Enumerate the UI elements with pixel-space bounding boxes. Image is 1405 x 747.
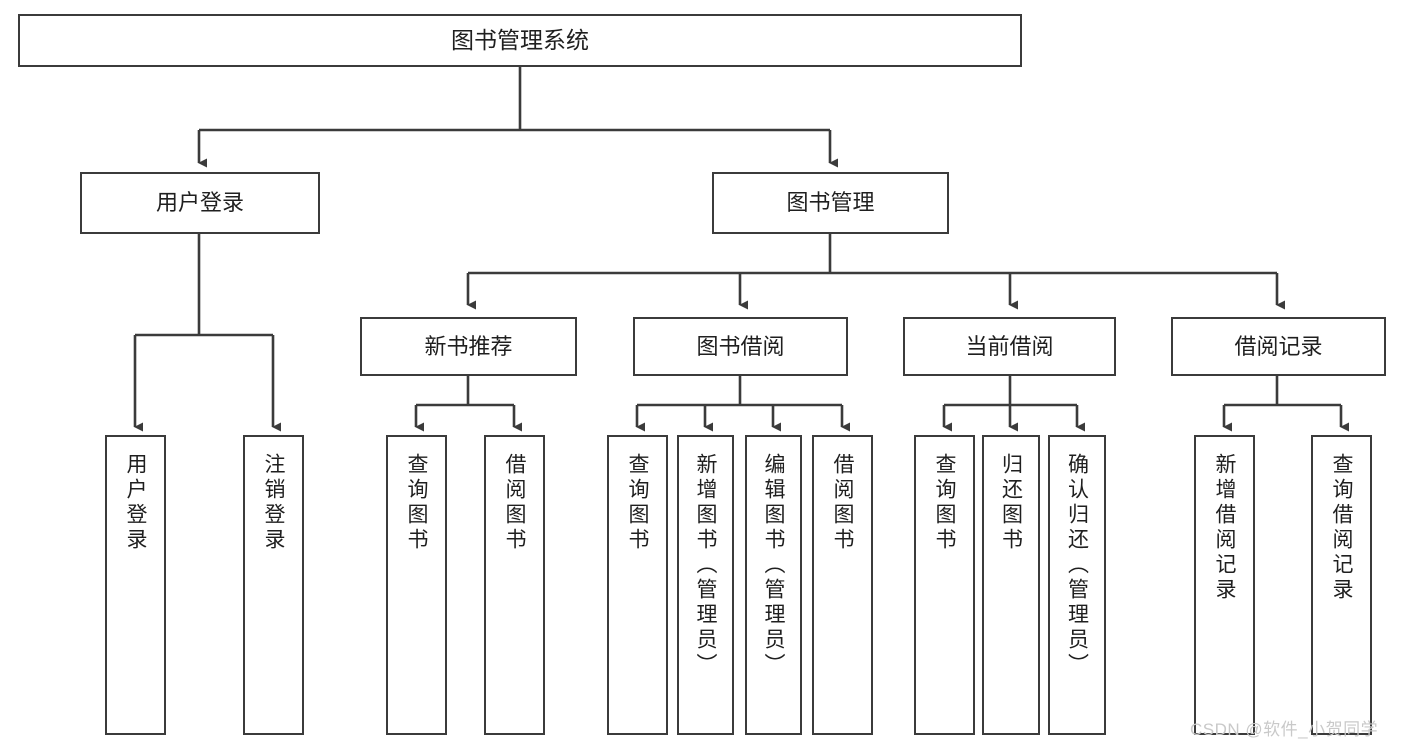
- node-borrow-record[interactable]: 借阅记录: [1171, 317, 1386, 376]
- node-book-management[interactable]: 图书管理: [712, 172, 949, 234]
- node-new-book-recommend[interactable]: 新书推荐: [360, 317, 577, 376]
- node-book-borrow[interactable]: 图书借阅: [633, 317, 848, 376]
- leaf-user-login-signin-label: 用户登录: [124, 453, 147, 553]
- leaf-record-add-record-label: 新增借阅记录: [1213, 453, 1236, 603]
- leaf-user-login-signout-label: 注销登录: [262, 453, 285, 553]
- leaf-current-query-book[interactable]: 查询图书: [914, 435, 975, 735]
- leaf-record-query-record[interactable]: 查询借阅记录: [1311, 435, 1372, 735]
- leaf-recommend-query-book[interactable]: 查询图书: [386, 435, 447, 735]
- leaf-user-login-signin[interactable]: 用户登录: [105, 435, 166, 735]
- leaf-borrow-borrow-book[interactable]: 借阅图书: [812, 435, 873, 735]
- leaf-current-return-book-label: 归还图书: [999, 453, 1023, 553]
- node-borrow-record-label: 借阅记录: [1234, 333, 1323, 359]
- csdn-watermark: CSDN @软件_小贺同学: [1190, 720, 1379, 739]
- leaf-borrow-add-book-admin-label: 新增图书（管理员）: [694, 453, 717, 678]
- leaf-current-query-book-label: 查询图书: [933, 453, 956, 553]
- node-book-borrow-label: 图书借阅: [696, 333, 785, 359]
- node-new-book-recommend-label: 新书推荐: [424, 333, 513, 359]
- leaf-user-login-signout[interactable]: 注销登录: [243, 435, 304, 735]
- leaf-borrow-borrow-book-label: 借阅图书: [831, 453, 854, 553]
- leaf-recommend-borrow-book[interactable]: 借阅图书: [484, 435, 545, 735]
- leaf-current-return-book[interactable]: 归还图书: [982, 435, 1040, 735]
- node-current-borrow[interactable]: 当前借阅: [903, 317, 1116, 376]
- leaf-current-confirm-return-admin[interactable]: 确认归还（管理员）: [1048, 435, 1106, 735]
- leaf-current-confirm-return-admin-label: 确认归还（管理员）: [1065, 453, 1089, 678]
- node-current-borrow-label: 当前借阅: [965, 333, 1054, 359]
- node-root-system-label: 图书管理系统: [451, 27, 589, 54]
- leaf-recommend-query-book-label: 查询图书: [405, 453, 428, 553]
- leaf-record-add-record[interactable]: 新增借阅记录: [1194, 435, 1255, 735]
- node-user-login-label: 用户登录: [155, 190, 244, 216]
- leaf-record-query-record-label: 查询借阅记录: [1330, 453, 1353, 603]
- leaf-borrow-query-book-label: 查询图书: [626, 453, 649, 553]
- node-user-login[interactable]: 用户登录: [80, 172, 320, 234]
- leaf-recommend-borrow-book-label: 借阅图书: [503, 453, 526, 553]
- leaf-borrow-edit-book-admin[interactable]: 编辑图书（管理员）: [745, 435, 802, 735]
- leaf-borrow-add-book-admin[interactable]: 新增图书（管理员）: [677, 435, 734, 735]
- node-root-system[interactable]: 图书管理系统: [18, 14, 1022, 67]
- leaf-borrow-query-book[interactable]: 查询图书: [607, 435, 668, 735]
- leaf-borrow-edit-book-admin-label: 编辑图书（管理员）: [762, 453, 785, 678]
- node-book-management-label: 图书管理: [786, 190, 875, 216]
